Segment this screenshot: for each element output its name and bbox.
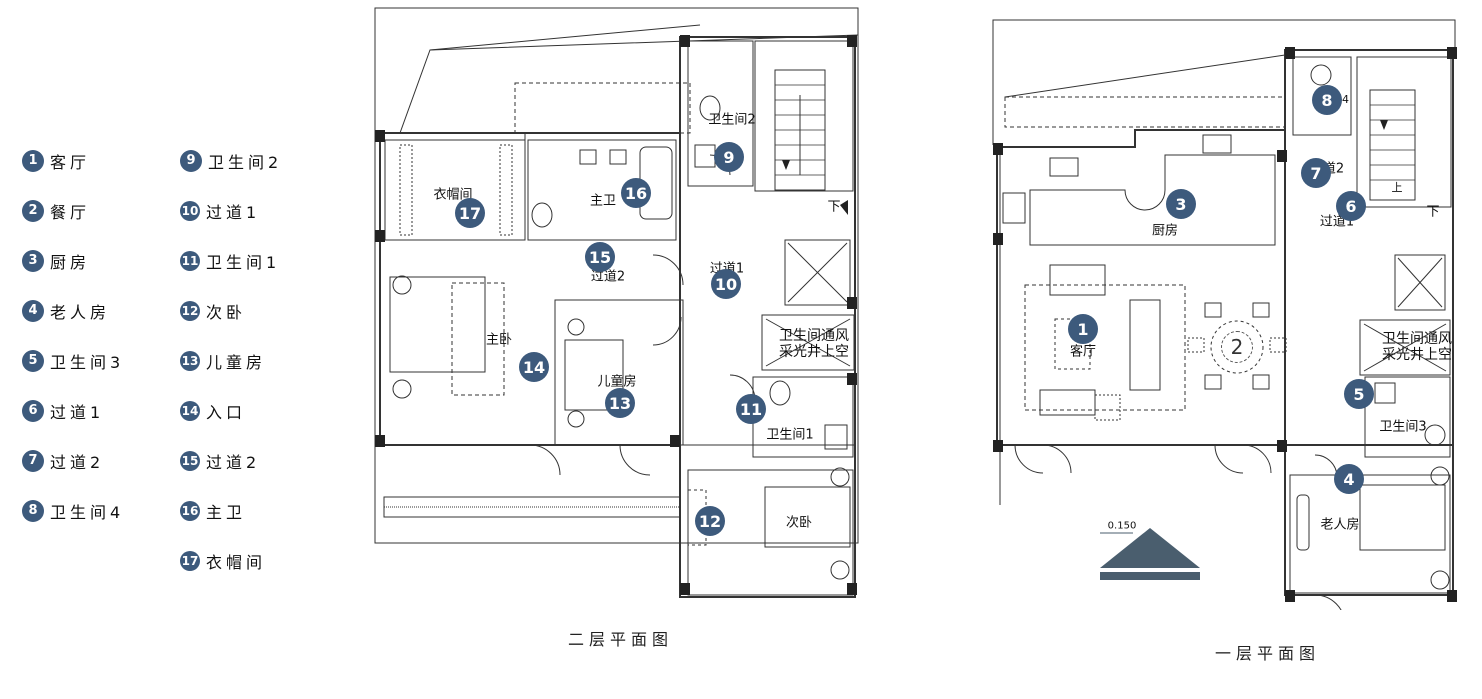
legend-number-badge: 10 [180, 201, 200, 221]
second-floor-caption: 二层平面图 [568, 630, 674, 649]
marker-16: 16 [621, 178, 651, 208]
marker-3: 3 [1166, 189, 1196, 219]
legend-item: 7 过道2 [22, 448, 104, 474]
stairs-up-label-1f: 上 [1391, 181, 1403, 194]
stairs-down-label: 下 [827, 199, 841, 215]
legend-item: 13 儿童房 [180, 348, 266, 374]
marker-2-label: 2 [1230, 335, 1244, 359]
legend-label: 入口 [206, 403, 247, 422]
legend-label: 厨房 [50, 253, 91, 272]
legend-item: 12 次卧 [180, 298, 246, 324]
legend-label: 老人房 [50, 303, 111, 322]
marker-11: 11 [736, 394, 766, 424]
second-bedroom-label: 次卧 [785, 515, 813, 531]
bath3-label: 卫生间3 [1379, 419, 1427, 435]
marker-17: 17 [455, 198, 485, 228]
bath2-label: 卫生间2 [708, 112, 756, 128]
legend-number-badge: 16 [180, 501, 200, 521]
legend-number-badge: 12 [180, 301, 200, 321]
legend-number-badge: 9 [180, 150, 202, 172]
master-bath-label: 主卫 [589, 193, 617, 209]
legend-label: 衣帽间 [206, 553, 267, 572]
marker-2: 2 [1221, 331, 1253, 363]
legend-number-badge: 15 [180, 451, 200, 471]
bath1-label: 卫生间1 [766, 427, 814, 443]
marker-9: 9 [714, 142, 744, 172]
level-marker [1100, 528, 1200, 580]
legend-item: 3 厨房 [22, 248, 90, 274]
legend-item: 14 入口 [180, 398, 246, 424]
marker-8: 8 [1312, 85, 1342, 115]
marker-6: 6 [1336, 191, 1366, 221]
vent-shaft-label: 卫生间通风采光井上空 [766, 328, 862, 360]
kitchen-label: 厨房 [1151, 223, 1179, 239]
master-bedroom-label: 主卧 [485, 332, 513, 348]
marker-12: 12 [695, 506, 725, 536]
marker-1: 1 [1068, 314, 1098, 344]
legend-number-badge: 6 [22, 400, 44, 422]
stairs-down-label-1f: 下 [1426, 204, 1440, 220]
legend-number-badge: 14 [180, 401, 200, 421]
first-floor-caption: 一层平面图 [1215, 644, 1321, 663]
legend-item: 11 卫生间1 [180, 248, 280, 274]
legend: 1 客厅 2 餐厅 3 厨房 4 老人房 5 卫生间3 6 过道1 7 过道2 8 卫生间4 9 卫生间2 10 过道… [0, 0, 320, 699]
legend-item: 4 老人房 [22, 298, 110, 324]
legend-label: 卫生间2 [208, 153, 283, 172]
legend-label: 卫生间1 [206, 253, 281, 272]
marker-14: 14 [519, 352, 549, 382]
legend-number-badge: 11 [180, 251, 200, 271]
vent-line2-1f: 采光井上空 [1382, 347, 1452, 363]
legend-item: 17 衣帽间 [180, 548, 266, 574]
legend-number-badge: 7 [22, 450, 44, 472]
legend-label: 次卧 [206, 303, 247, 322]
corridor2-label: 过道2 [590, 269, 626, 285]
legend-item: 5 卫生间3 [22, 348, 124, 374]
legend-label: 儿童房 [206, 353, 267, 372]
legend-label: 卫生间3 [50, 353, 125, 372]
legend-label: 客厅 [50, 153, 91, 172]
legend-label: 过道1 [50, 403, 105, 422]
vent-line1-1f: 卫生间通风 [1382, 331, 1452, 347]
legend-item: 15 过道2 [180, 448, 260, 474]
legend-number-badge: 13 [180, 351, 200, 371]
legend-number-badge: 1 [22, 150, 44, 172]
legend-label: 卫生间4 [50, 503, 125, 522]
legend-number-badge: 2 [22, 200, 44, 222]
legend-label: 主卫 [206, 503, 247, 522]
marker-5: 5 [1344, 379, 1374, 409]
legend-number-badge: 17 [180, 551, 200, 571]
vent-line1: 卫生间通风 [779, 328, 849, 344]
legend-number-badge: 4 [22, 300, 44, 322]
legend-item: 1 客厅 [22, 148, 90, 174]
level-value: 0.150 [1107, 520, 1137, 532]
legend-label: 过道2 [206, 453, 261, 472]
legend-label: 过道1 [206, 203, 261, 222]
legend-item: 9 卫生间2 [180, 148, 282, 174]
first-floor-drawing [992, 19, 1457, 610]
legend-number-badge: 3 [22, 250, 44, 272]
marker-15: 15 [585, 242, 615, 272]
legend-number-badge: 8 [22, 500, 44, 522]
legend-item: 10 过道1 [180, 198, 260, 224]
legend-item: 6 过道1 [22, 398, 104, 424]
living-room-label: 客厅 [1069, 344, 1097, 360]
vent-line2: 采光井上空 [779, 344, 849, 360]
legend-label: 过道2 [50, 453, 105, 472]
marker-7: 7 [1301, 158, 1331, 188]
marker-4: 4 [1334, 464, 1364, 494]
legend-item: 2 餐厅 [22, 198, 90, 224]
kids-room-label: 儿童房 [597, 374, 637, 390]
legend-number-badge: 5 [22, 350, 44, 372]
marker-10: 10 [711, 269, 741, 299]
marker-13: 13 [605, 388, 635, 418]
legend-label: 餐厅 [50, 203, 91, 222]
elder-room-label: 老人房 [1320, 517, 1360, 533]
legend-item: 16 主卫 [180, 498, 246, 524]
legend-item: 8 卫生间4 [22, 498, 124, 524]
second-floor-drawing [374, 7, 859, 598]
vent-shaft-label-1f: 卫生间通风采光井上空 [1369, 331, 1465, 363]
